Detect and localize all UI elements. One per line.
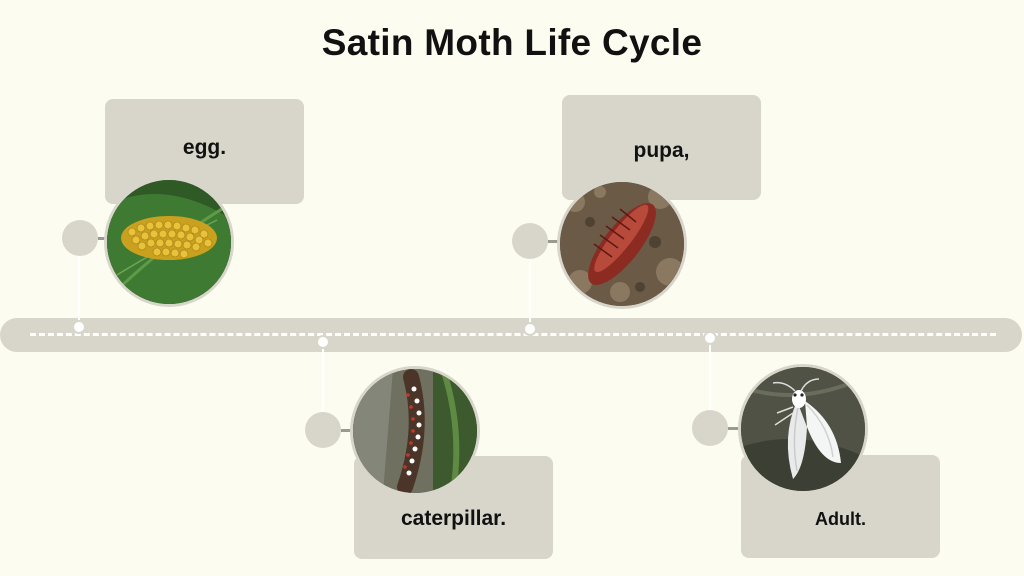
adult-label: Adult. [815, 509, 866, 529]
caterpillar-connector-line [322, 340, 324, 422]
pupa-label: pupa, [633, 138, 690, 162]
adult-connector-line [709, 338, 711, 422]
caterpillar-knob [305, 412, 341, 448]
adult-pointer-line [728, 427, 738, 430]
egg-timeline-dot [72, 320, 86, 334]
caterpillar-timeline-dot [316, 335, 330, 349]
moth-photo-icon [738, 364, 868, 494]
diagram-title: Satin Moth Life Cycle [321, 22, 703, 63]
pupa-connector-line [529, 250, 531, 328]
egg-knob [62, 220, 98, 256]
caterpillar-pointer-line [341, 429, 351, 432]
pupa-pointer-line [548, 240, 558, 243]
egg-pointer-line [98, 237, 106, 240]
pupa-timeline-dot [523, 322, 537, 336]
adult-timeline-dot [703, 331, 717, 345]
egg-connector-line [78, 250, 80, 328]
caterpillar-photo-icon [350, 366, 480, 496]
egg-label: egg. [182, 135, 227, 159]
caterpillar-label: caterpillar. [400, 506, 507, 530]
adult-knob [692, 410, 728, 446]
egg-cluster-photo-icon [104, 177, 234, 307]
timeline-dashed-line [30, 333, 996, 336]
pupa-knob [512, 223, 548, 259]
pupa-label-card: pupa, [562, 95, 761, 200]
pupa-photo-icon [557, 179, 687, 309]
